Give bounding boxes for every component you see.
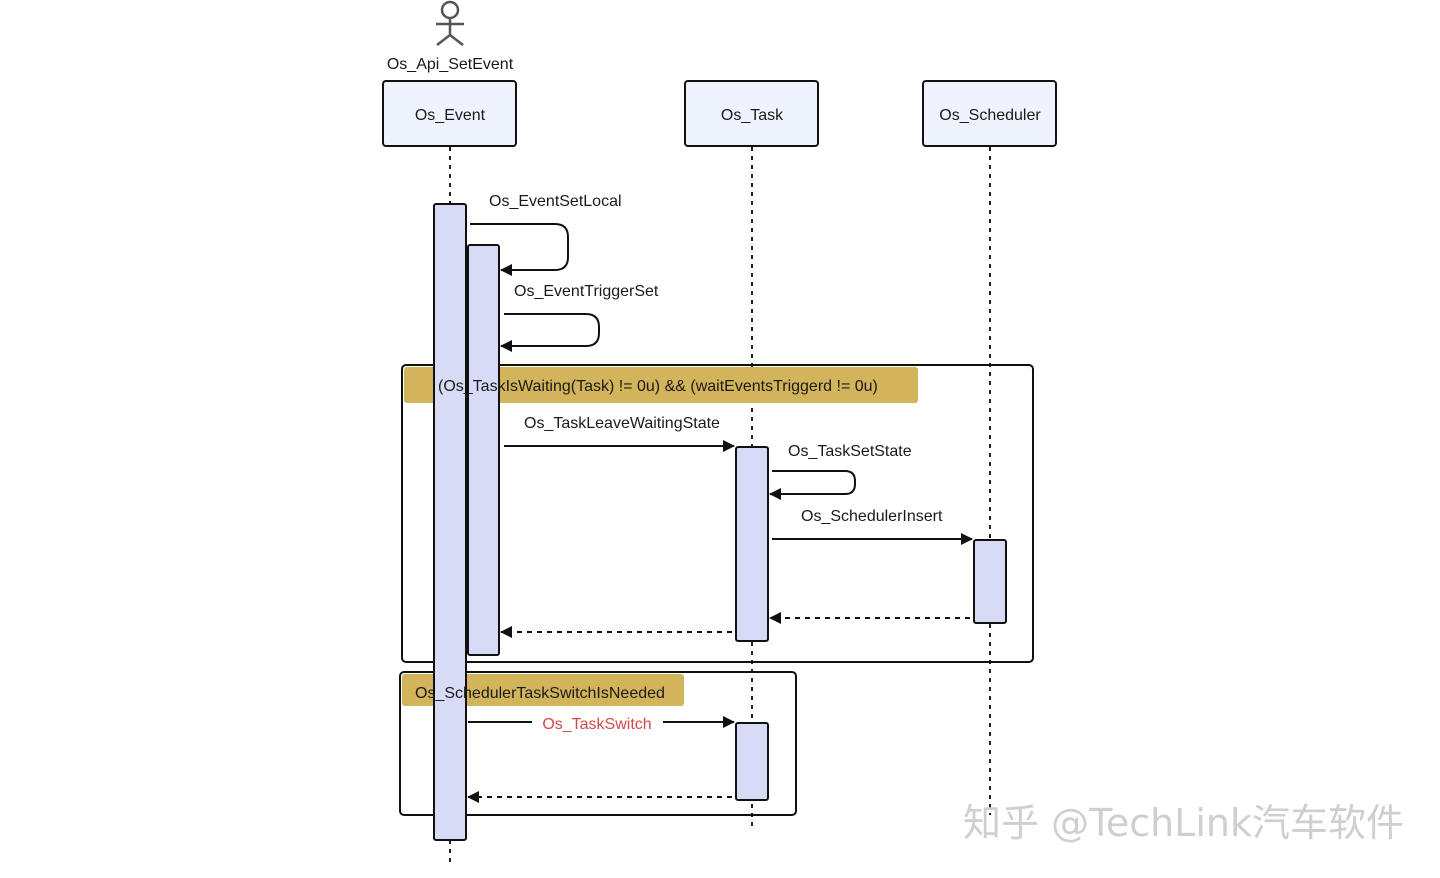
fragment-frame bbox=[401, 364, 1034, 663]
fragment-frame bbox=[399, 671, 797, 816]
message-label: Os_TaskLeaveWaitingState bbox=[524, 415, 720, 432]
self-call-arrow bbox=[500, 313, 600, 352]
participant-task: Os_Task bbox=[684, 80, 819, 147]
fragment-guard-label: (Os_TaskIsWaiting(Task) != 0u) && (waitE… bbox=[438, 378, 878, 395]
participant-label: Os_Scheduler bbox=[939, 107, 1041, 124]
activation-bar bbox=[735, 446, 769, 642]
actor-label: Os_Api_SetEvent bbox=[387, 56, 514, 73]
actor-icon bbox=[436, 0, 464, 46]
fragment-guard-label: Os_SchedulerTaskSwitchIsNeeded bbox=[415, 685, 665, 702]
activation-bar bbox=[433, 203, 467, 841]
message-label: Os_EventSetLocal bbox=[489, 193, 622, 210]
activation-bar bbox=[467, 244, 500, 656]
self-call-arrow bbox=[470, 223, 569, 276]
message-label: Os_SchedulerInsert bbox=[801, 508, 943, 525]
participant-label: Os_Event bbox=[415, 107, 486, 124]
fragment-guard bbox=[402, 674, 684, 706]
message-label-highlight: Os_TaskSwitch bbox=[542, 716, 651, 733]
participant-event: Os_Event bbox=[382, 80, 517, 147]
activation-bar bbox=[973, 539, 1007, 624]
message-label: Os_EventTriggerSet bbox=[514, 283, 659, 300]
watermark-text: 知乎 @TechLink汽车软件 bbox=[963, 801, 1404, 845]
fragment-guard bbox=[404, 367, 918, 403]
participant-scheduler: Os_Scheduler bbox=[922, 80, 1057, 147]
message-label: Os_TaskSetState bbox=[788, 443, 912, 460]
participant-label: Os_Task bbox=[721, 107, 784, 124]
self-call-arrow bbox=[769, 470, 856, 500]
activation-bar bbox=[735, 722, 769, 801]
